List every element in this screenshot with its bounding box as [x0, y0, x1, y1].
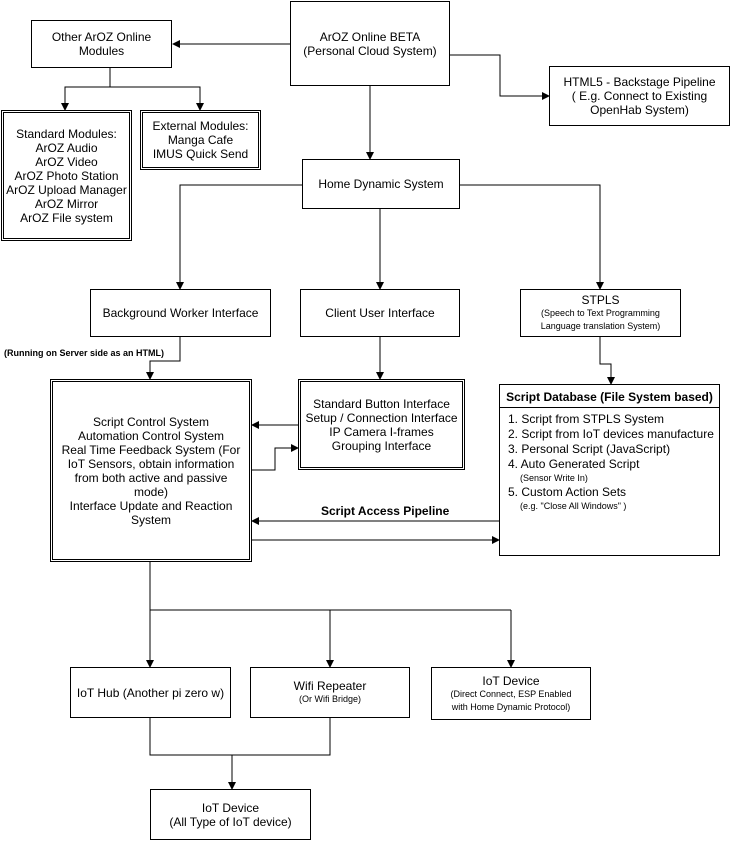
script-control-line-6: mode) — [133, 484, 168, 499]
standard-modules-line-3: ArOZ Video — [35, 154, 98, 169]
home-dynamic-label: Home Dynamic System — [318, 177, 444, 191]
script-control-line-5: from both active and passive — [74, 470, 228, 485]
script-db-node: Script Database (File System based) 1. S… — [499, 384, 720, 556]
arrow-stpls-to-db — [599, 337, 615, 385]
script-db-title: Script Database (File System based) — [500, 385, 719, 408]
client-user-node: Client User Interface — [300, 289, 460, 337]
arrow-background-to-script-control — [146, 337, 181, 380]
standard-button-line-3: IP Camera I-frames — [329, 424, 434, 439]
wifi-repeater-title: Wifi Repeater — [293, 679, 367, 693]
arrow-home-to-stpls — [460, 184, 604, 290]
standard-button-line-2: Setup / Connection Interface — [305, 410, 458, 425]
iot-device-direct-sub-1: (Direct Connect, ESP Enabled — [450, 688, 572, 699]
iot-device-direct-sub-2: with Home Dynamic Protocol) — [451, 701, 571, 712]
standard-button-node: Standard Button Interface Setup / Connec… — [298, 379, 465, 470]
background-worker-label: Background Worker Interface — [102, 306, 259, 320]
aroz-online-line-1: ArOZ Online BETA — [319, 29, 421, 44]
standard-modules-line-5: ArOZ Upload Manager — [6, 182, 127, 197]
wire-hub-repeater-join — [149, 718, 331, 756]
other-modules-node: Other ArOZ Online Modules — [31, 20, 172, 68]
external-modules-line-1: External Modules: — [152, 119, 249, 133]
script-db-item: 3. Personal Script (JavaScript) — [508, 442, 671, 456]
iot-device-all-node: IoT Device (All Type of IoT device) — [150, 789, 311, 840]
wifi-repeater-node: Wifi Repeater (Or Wifi Bridge) — [250, 667, 410, 718]
standard-modules-node: Standard Modules: ArOZ Audio ArOZ Video … — [1, 110, 132, 241]
script-control-line-4: IoT Sensors, obtain information — [67, 456, 235, 471]
standard-button-line-1: Standard Button Interface — [313, 396, 450, 411]
arrow-script-control-to-buttons — [252, 444, 299, 471]
stpls-sub-2: Language translation System) — [540, 321, 661, 331]
standard-modules-line-6: ArOZ Mirror — [34, 196, 99, 211]
iot-device-direct-title: IoT Device — [482, 673, 540, 688]
script-control-line-1: Script Control System — [92, 414, 210, 429]
other-modules-line-1: Other ArOZ Online — [51, 30, 152, 44]
external-modules-line-2: Manga Cafe — [167, 133, 234, 147]
html5-pipeline-node: HTML5 - Backstage Pipeline ( E.g. Connec… — [549, 66, 730, 126]
standard-modules-line-2: ArOZ Audio — [35, 140, 98, 155]
wire-script-control-down — [149, 562, 511, 611]
standard-modules-line-4: ArOZ Photo Station — [14, 168, 119, 183]
iot-device-all-line-1: IoT Device — [201, 800, 260, 815]
external-modules-line-3: IMUS Quick Send — [152, 147, 249, 161]
background-worker-node: Background Worker Interface — [90, 289, 271, 337]
standard-modules-line-1: Standard Modules: — [16, 126, 117, 141]
script-control-line-7: Interface Update and Reaction — [69, 498, 233, 513]
aroz-online-node: ArOZ Online BETA (Personal Cloud System) — [290, 1, 450, 86]
script-control-line-3: Real Time Feedback System (For — [61, 442, 241, 457]
script-db-item: 5. Custom Action Sets — [508, 485, 627, 499]
script-control-line-8: System — [130, 512, 171, 527]
arrow-aroz-to-html5 — [450, 54, 550, 100]
arrow-home-to-background — [176, 184, 302, 290]
stpls-title: STPLS — [581, 293, 620, 307]
standard-modules-line-7: ArOZ File system — [20, 210, 113, 225]
iot-hub-label: IoT Hub (Another pi zero w) — [76, 685, 225, 700]
arrow-other-to-standard — [61, 68, 111, 111]
script-db-list: 1. Script from STPLS System 2. Script fr… — [500, 408, 719, 513]
script-control-node: Script Control System Automation Control… — [50, 379, 252, 562]
script-db-item: 4. Auto Generated Script — [508, 457, 640, 471]
standard-button-line-4: Grouping Interface — [331, 438, 432, 453]
script-db-item-sub: (e.g. "Close All Windows" ) — [520, 501, 627, 511]
aroz-online-line-2: (Personal Cloud System) — [303, 43, 437, 58]
client-user-label: Client User Interface — [325, 306, 435, 320]
wifi-repeater-sub: (Or Wifi Bridge) — [298, 694, 361, 704]
iot-hub-node: IoT Hub (Another pi zero w) — [70, 667, 231, 718]
stpls-node: STPLS (Speech to Text Programming Langua… — [520, 289, 681, 337]
running-note: (Running on Server side as an HTML) — [4, 348, 165, 358]
script-db-item: 2. Script from IoT devices manufacture — [508, 427, 714, 441]
script-db-item: 1. Script from STPLS System — [508, 412, 665, 426]
script-access-label: Script Access Pipeline — [321, 504, 450, 518]
stpls-sub-1: (Speech to Text Programming — [541, 308, 660, 318]
home-dynamic-node: Home Dynamic System — [302, 159, 460, 209]
other-modules-line-2: Modules — [78, 44, 125, 58]
html5-pipeline-line-1: HTML5 - Backstage Pipeline — [563, 75, 716, 89]
script-db-item-sub: (Sensor Write In) — [520, 473, 588, 483]
iot-device-all-line-2: (All Type of IoT device) — [169, 814, 292, 829]
html5-pipeline-line-2: ( E.g. Connect to Existing — [571, 89, 708, 103]
arrow-other-to-external — [110, 86, 204, 111]
external-modules-node: External Modules: Manga Cafe IMUS Quick … — [140, 110, 261, 170]
iot-device-direct-node: IoT Device (Direct Connect, ESP Enabled … — [431, 667, 591, 720]
html5-pipeline-line-3: OpenHab System) — [590, 103, 689, 117]
script-control-line-2: Automation Control System — [77, 428, 225, 443]
